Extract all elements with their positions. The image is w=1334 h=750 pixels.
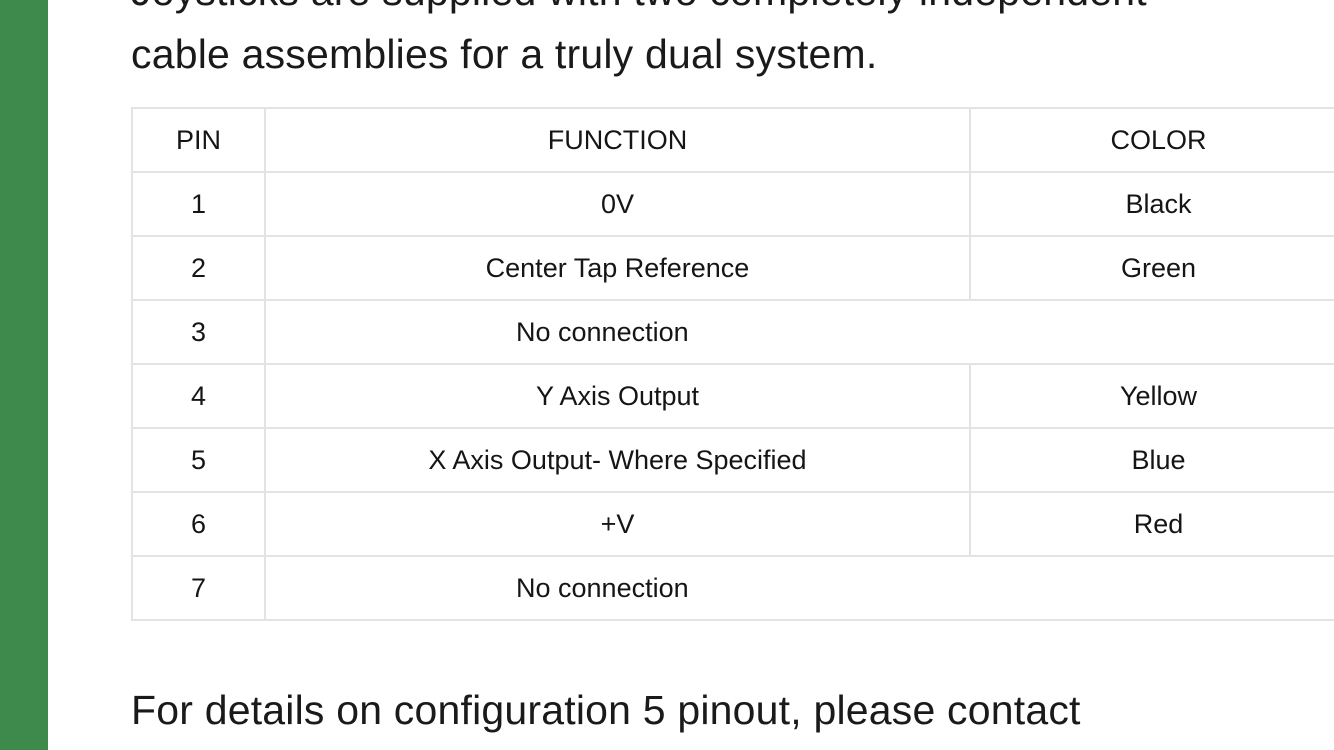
function-cell: X Axis Output- Where Specified	[264, 427, 971, 493]
left-accent-bar	[0, 0, 48, 750]
intro-text-line-1: Joysticks are supplied with two complete…	[131, 0, 1334, 23]
function-cell: Center Tap Reference	[264, 235, 971, 301]
pin-cell: 6	[131, 491, 266, 557]
intro-text-line-2: cable assemblies for a truly dual system…	[131, 31, 878, 77]
color-cell: Black	[969, 171, 1334, 237]
table-row: 1 0V Black	[131, 171, 1334, 237]
color-cell: Yellow	[969, 363, 1334, 429]
pinout-table: PIN FUNCTION COLOR 1 0V Black 2 Center T…	[131, 107, 1334, 621]
header-color: COLOR	[969, 107, 1334, 173]
color-cell: Red	[969, 491, 1334, 557]
function-cell: Y Axis Output	[264, 363, 971, 429]
header-pin: PIN	[131, 107, 266, 173]
pin-cell: 2	[131, 235, 266, 301]
table-row: 5 X Axis Output- Where Specified Blue	[131, 427, 1334, 493]
header-function: FUNCTION	[264, 107, 971, 173]
function-cell: 0V	[264, 171, 971, 237]
color-cell: Green	[969, 235, 1334, 301]
table-row: 7 No connection	[131, 555, 1334, 621]
table-row: 3 No connection	[131, 299, 1334, 365]
pin-cell: 1	[131, 171, 266, 237]
pin-cell: 5	[131, 427, 266, 493]
table-header-row: PIN FUNCTION COLOR	[131, 107, 1334, 173]
pin-cell: 3	[131, 299, 266, 365]
function-cell-merged: No connection	[264, 555, 1334, 621]
outro-text-line-1: For details on configuration 5 pinout, p…	[131, 687, 1081, 733]
pin-cell: 4	[131, 363, 266, 429]
table-row: 4 Y Axis Output Yellow	[131, 363, 1334, 429]
article-content: Joysticks are supplied with two complete…	[131, 0, 1334, 750]
color-cell: Blue	[969, 427, 1334, 493]
table-row: 2 Center Tap Reference Green	[131, 235, 1334, 301]
function-cell-merged: No connection	[264, 299, 1334, 365]
pin-cell: 7	[131, 555, 266, 621]
function-cell: +V	[264, 491, 971, 557]
table-row: 6 +V Red	[131, 491, 1334, 557]
